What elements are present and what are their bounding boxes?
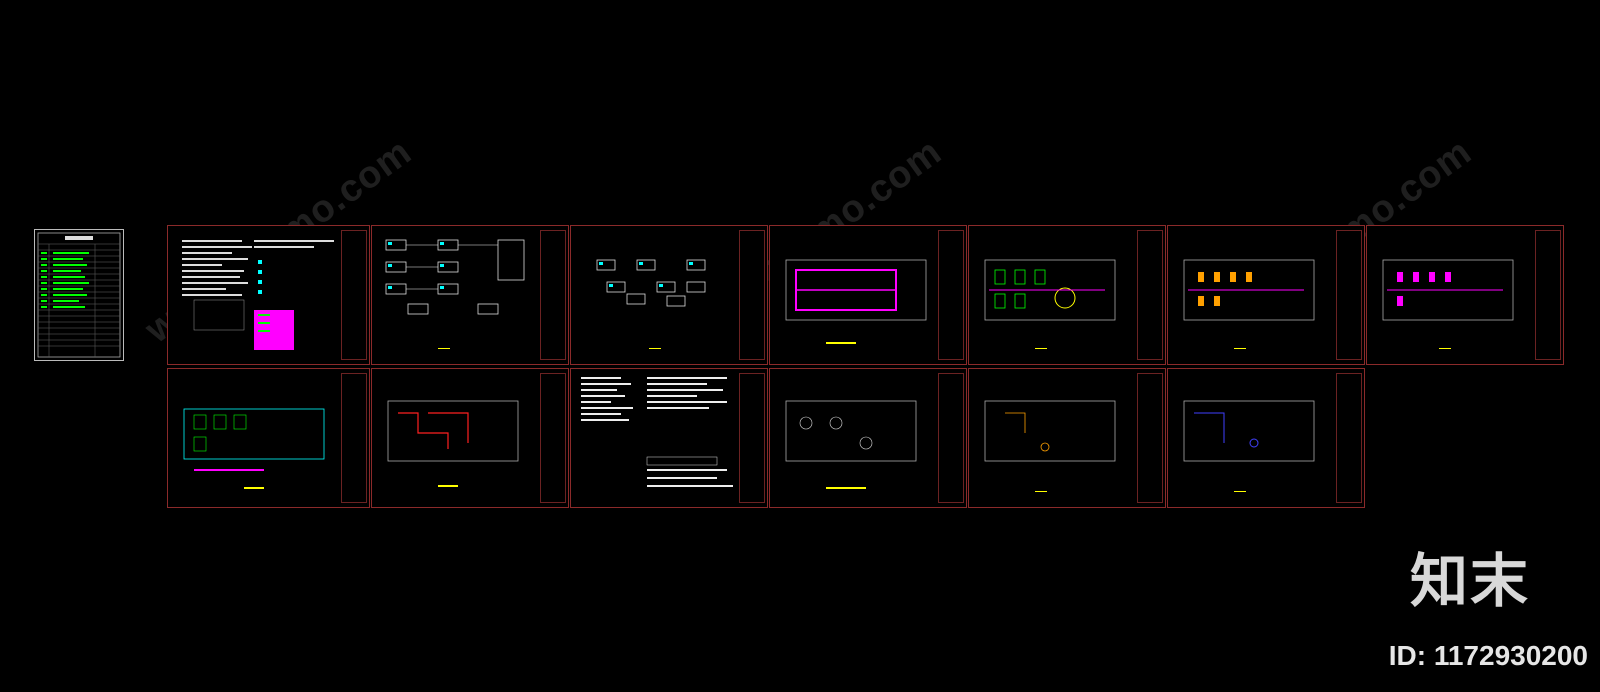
title-block — [1336, 230, 1362, 360]
floor-plan — [183, 408, 325, 489]
floor-plan-sheet-1[interactable] — [769, 225, 967, 365]
floor-plan-sheet-3[interactable] — [1167, 225, 1365, 365]
notes-content — [182, 240, 334, 350]
floor-plan — [785, 400, 917, 489]
title-block — [739, 230, 765, 360]
specification-text-sheet[interactable] — [570, 368, 768, 508]
system-diagram — [385, 239, 525, 349]
floor-plan — [1382, 259, 1514, 349]
title-block — [938, 230, 964, 360]
title-block — [1535, 230, 1561, 360]
drawing-index-sheet[interactable] — [34, 229, 124, 361]
riser-diagram-sheet[interactable] — [570, 225, 768, 365]
system-diagram-sheet[interactable] — [371, 225, 569, 365]
floor-plan-sheet-8[interactable] — [968, 368, 1166, 508]
floor-plan — [984, 259, 1116, 349]
title-block — [341, 230, 367, 360]
title-block — [540, 373, 566, 503]
floor-plan — [1183, 400, 1315, 492]
floor-plan-sheet-2[interactable] — [968, 225, 1166, 365]
design-notes-sheet[interactable] — [167, 225, 370, 365]
text-content — [581, 377, 733, 487]
floor-plan — [785, 259, 927, 344]
title-block — [739, 373, 765, 503]
id-label: ID: 1172930200 — [1388, 640, 1588, 671]
title-block — [938, 373, 964, 503]
floor-plan-sheet-9[interactable] — [1167, 368, 1365, 508]
brand-logo: 知末 — [1409, 549, 1530, 614]
title-block — [1137, 373, 1163, 503]
title-block — [1336, 373, 1362, 503]
floor-plan-sheet-5[interactable] — [167, 368, 370, 508]
floor-plan-sheet-4[interactable] — [1366, 225, 1564, 365]
floor-plan — [1183, 259, 1315, 349]
title-block — [540, 230, 566, 360]
floor-plan-sheet-7[interactable] — [769, 368, 967, 508]
floor-plan — [984, 400, 1116, 492]
title-block — [1137, 230, 1163, 360]
index-table — [37, 232, 121, 358]
riser-diagram — [596, 259, 706, 349]
title-block — [341, 373, 367, 503]
floor-plan — [387, 400, 519, 487]
floor-plan-sheet-6[interactable] — [371, 368, 569, 508]
